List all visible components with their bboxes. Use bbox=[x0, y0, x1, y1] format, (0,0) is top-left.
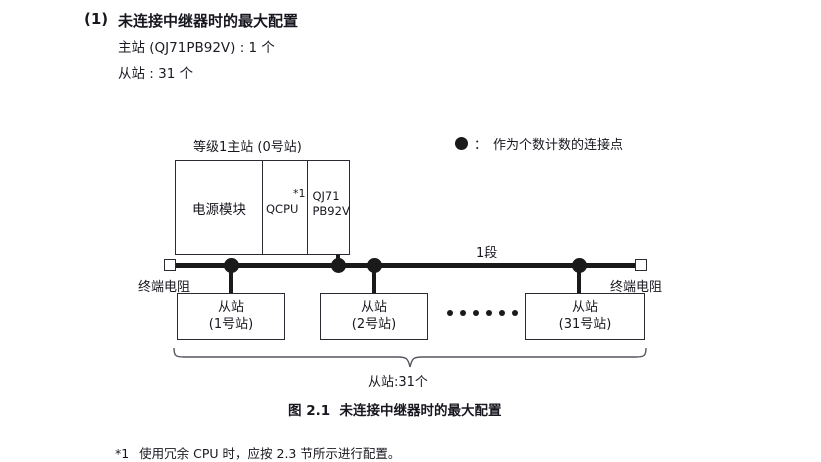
footnote-text: 使用冗余 CPU 时，应按 2.3 节所示进行配置。 bbox=[139, 446, 401, 461]
filled-circle-icon bbox=[455, 137, 468, 150]
square-terminator-icon-right bbox=[635, 259, 647, 271]
ellipsis-dot bbox=[473, 310, 479, 316]
segment-label: 1段 bbox=[476, 246, 498, 261]
connection-node-icon-master bbox=[331, 258, 346, 273]
terminator-right-label: 终端电阻 bbox=[610, 280, 663, 295]
slave-count-brace bbox=[173, 347, 647, 368]
ellipsis-dot bbox=[499, 310, 505, 316]
power-module-cell: 电源模块 bbox=[176, 161, 263, 254]
slave-count-label: 从站:31个 bbox=[368, 375, 428, 390]
master-station-rack: 电源模块 *1 QCPU QJ71 PB92V bbox=[175, 160, 350, 255]
footnote-mark: *1 bbox=[114, 446, 130, 461]
slave1-drop-line bbox=[229, 265, 233, 294]
slave-title: 从站 bbox=[571, 299, 598, 315]
slave31-drop-line bbox=[577, 265, 581, 294]
network-module-label-line2: PB92V bbox=[312, 204, 350, 218]
slave-station-box: 从站 (2号站) bbox=[320, 293, 428, 340]
slave-station-box: 从站 (31号站) bbox=[525, 293, 645, 340]
trunk-bus-line bbox=[172, 263, 638, 268]
square-terminator-icon-left bbox=[164, 259, 176, 271]
qcpu-footnote-mark: *1 bbox=[292, 187, 306, 200]
slave-title: 从站 bbox=[360, 299, 387, 315]
ellipsis-dot bbox=[447, 310, 453, 316]
qcpu-label: QCPU bbox=[266, 202, 299, 216]
ellipsis-dot bbox=[486, 310, 492, 316]
master-station-spec: 主站 (QJ71PB92V) : 1 个 bbox=[118, 40, 275, 56]
ellipsis-dot bbox=[460, 310, 466, 316]
slave-station-box: 从站 (1号站) bbox=[177, 293, 285, 340]
qcpu-cell: *1 QCPU bbox=[263, 161, 309, 254]
legend: ： 作为个数计数的连接点 bbox=[455, 134, 623, 153]
master-station-label: 等级1主站 (0号站) bbox=[193, 140, 302, 155]
slave-station-number: (2号站) bbox=[351, 316, 397, 332]
slave2-drop-line bbox=[372, 265, 376, 294]
slave-station-spec: 从站 : 31 个 bbox=[118, 66, 194, 82]
slave-title: 从站 bbox=[217, 299, 244, 315]
slave-station-number: (1号站) bbox=[208, 316, 254, 332]
ellipsis-dots bbox=[447, 310, 518, 316]
slave-station-number: (31号站) bbox=[558, 316, 612, 332]
network-module-cell: QJ71 PB92V bbox=[308, 161, 349, 254]
power-module-label: 电源模块 bbox=[192, 201, 246, 218]
terminator-left-label: 终端电阻 bbox=[138, 280, 191, 295]
network-module-label-line1: QJ71 bbox=[312, 189, 340, 203]
figure-caption: 图 2.1 未连接中继器时的最大配置 bbox=[288, 403, 502, 419]
heading-number: (1) bbox=[84, 10, 109, 28]
legend-label: 作为个数计数的连接点 bbox=[493, 138, 624, 153]
legend-colon: ： bbox=[474, 138, 488, 153]
page-title: 未连接中继器时的最大配置 bbox=[118, 12, 299, 30]
ellipsis-dot bbox=[512, 310, 518, 316]
